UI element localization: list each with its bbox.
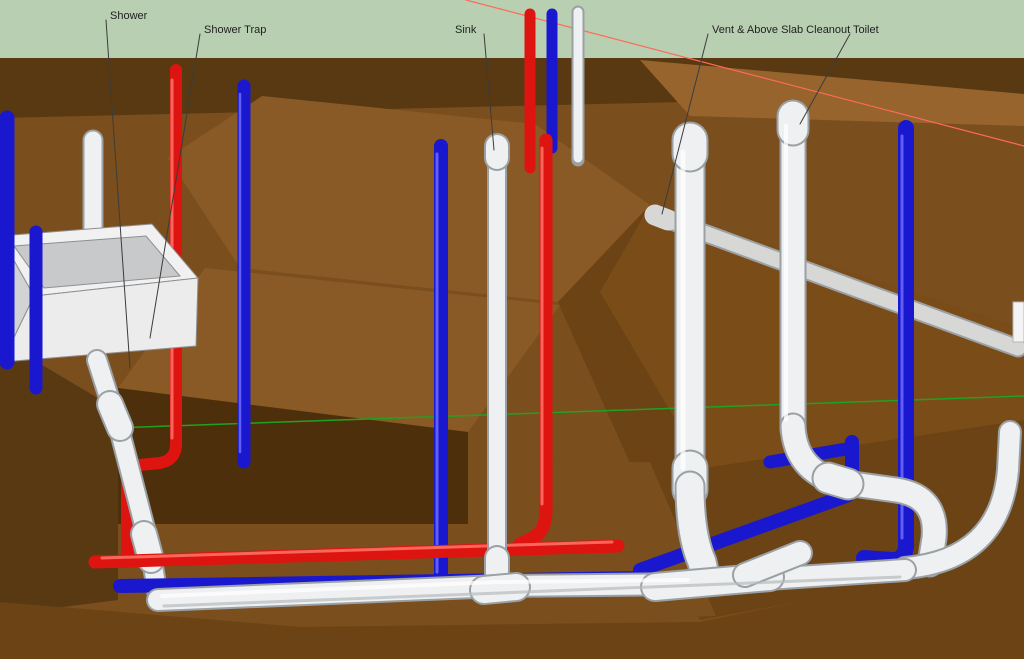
cleanout-pipe-body [647,207,1024,356]
hot-mid-elbow [513,503,553,551]
vent-elbow-pipe [676,472,720,594]
label-vent-cleanout: Vent & Above Slab Cleanout [712,24,850,36]
sink-tee-fitting [471,574,529,603]
above-slab-cleanout-pipe [644,204,1024,358]
trap-hub-fitting [98,392,132,440]
island-block-top [118,268,560,432]
shower-trap-assembly [86,349,169,607]
label-shower-trap: Shower Trap [204,24,266,36]
leader-vent-cleanout [661,33,709,215]
hot-main-run [88,539,625,569]
right-ledge [640,60,1024,126]
leader-shower [105,19,131,369]
leader-shower-trap [149,33,201,339]
annotation-leaders [105,19,851,369]
cold-water-left-risers [0,79,251,469]
main-drain-right-sweep [893,420,1022,580]
label-sink: Sink [455,24,477,36]
toilet-drain-assembly [776,99,948,578]
hot-water-system [88,133,625,569]
shower-pan [0,223,199,363]
pipe-shadow [162,575,902,608]
toilet-run-pipe [781,414,946,576]
pipe-highlight [100,540,614,560]
green-axis-line [111,395,1024,429]
sweep-pipe [895,422,1020,578]
wye-branch-fitting [734,542,811,586]
left-trench-wall [0,340,118,615]
foreground-soil [0,556,1024,659]
island-block-face [60,388,468,524]
leader-sink [483,33,495,151]
red-axis-line [465,0,1024,147]
main-drain-pipe [148,560,915,610]
annotation-labels: Shower Shower Trap Sink Vent & Above Sla… [110,10,879,36]
coupling-fitting [813,463,863,499]
main-drain-run [146,540,917,612]
wall-stub-pipes [524,5,585,174]
label-toilet: Toilet [853,24,879,36]
label-shower: Shower [110,10,148,22]
cleanout-hub-fitting [644,204,679,231]
right-bank-slope [600,205,1024,468]
leader-toilet [799,33,851,125]
pipe-highlight [160,578,690,598]
scrollbar-fragment[interactable] [1012,301,1024,343]
vent-riser-assembly [671,121,722,596]
